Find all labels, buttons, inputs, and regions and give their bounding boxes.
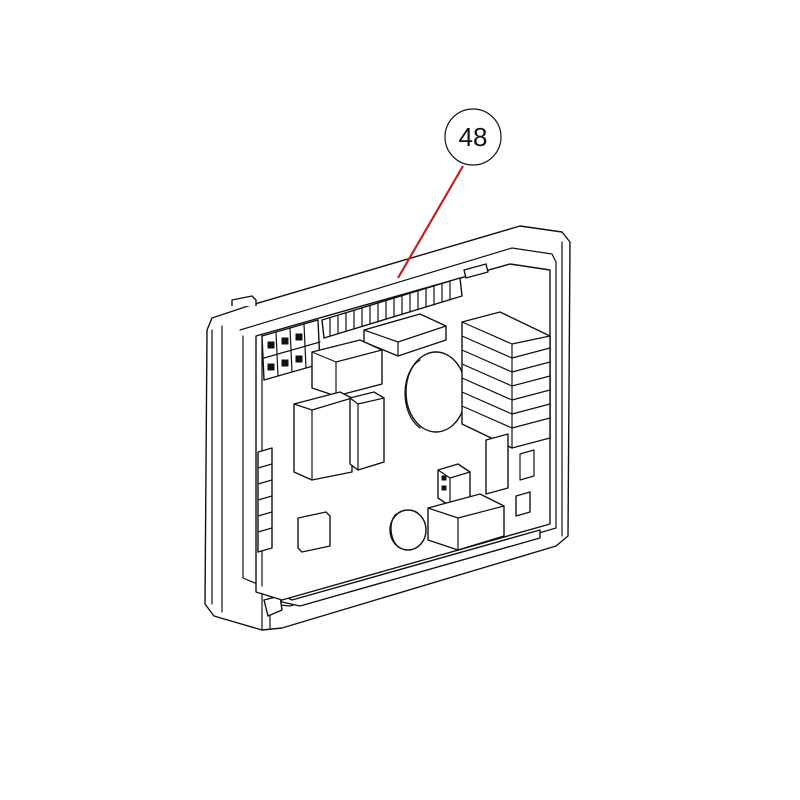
capacitor-large	[404, 351, 467, 433]
left-connector-block-side	[257, 447, 273, 553]
capacitor-small	[389, 509, 427, 551]
leader-line	[397, 165, 464, 279]
transformer-block	[427, 493, 505, 551]
callout-label: 48	[459, 122, 488, 152]
relay-3	[349, 391, 385, 471]
callout-48: 48	[397, 108, 502, 279]
small-chip	[297, 511, 331, 553]
voltage-regulator	[485, 433, 535, 517]
left-connector-block-top	[261, 319, 321, 381]
top-connector-strip	[321, 263, 489, 339]
relay-1	[311, 339, 383, 397]
relay-2	[293, 391, 353, 481]
heatsink	[461, 311, 551, 449]
callout-circle	[444, 108, 502, 166]
